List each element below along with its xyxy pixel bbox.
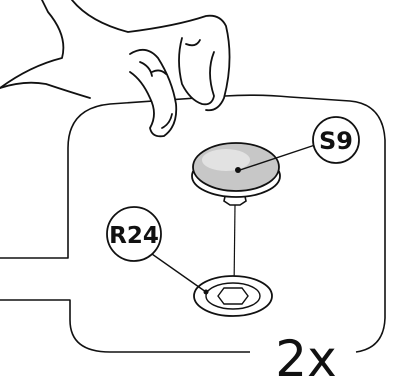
quantity-label: 2x xyxy=(275,330,336,387)
r24-hole-part xyxy=(193,275,273,317)
r24-leader-line xyxy=(151,253,207,293)
r24-callout-circle xyxy=(106,206,162,262)
cap-center-dot xyxy=(235,167,241,173)
r24-callout-label: R24 xyxy=(109,223,159,249)
hand-palm xyxy=(0,0,231,112)
s9-callout: S9 xyxy=(312,116,360,164)
r24-callout: R24 xyxy=(106,206,162,262)
hand-index-finger xyxy=(178,37,215,106)
hand-crease xyxy=(139,39,201,77)
cap-highlight xyxy=(202,149,250,171)
hand-thumb-nail xyxy=(161,113,173,129)
hand-illustration xyxy=(0,0,231,138)
s9-leader-line xyxy=(239,143,319,171)
hole-hexagon xyxy=(217,287,249,305)
s9-callout-label: S9 xyxy=(319,127,353,155)
hand-wrist-edge xyxy=(0,81,91,99)
hand-thumb xyxy=(129,48,178,138)
detail-frame xyxy=(0,94,386,353)
s9-callout-circle xyxy=(312,116,360,164)
s9-cap-part xyxy=(191,142,281,206)
